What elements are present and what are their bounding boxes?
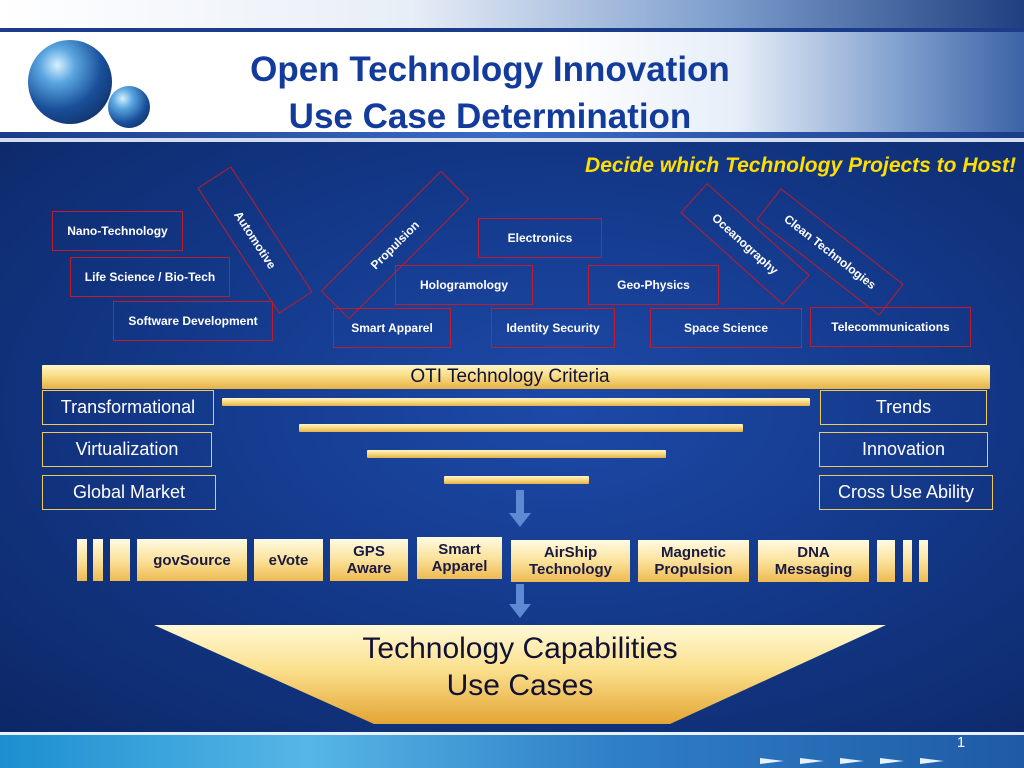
use-case-evote: eVote bbox=[254, 539, 323, 581]
tech-hologramology: Hologramology bbox=[395, 265, 533, 305]
arrow-head-icon bbox=[509, 513, 531, 527]
arrow-down-icon bbox=[516, 584, 524, 606]
stripe-decoration bbox=[110, 539, 130, 581]
funnel-bar bbox=[222, 398, 810, 406]
tech-software-development: Software Development bbox=[113, 301, 273, 341]
tech-geo-physics: Geo-Physics bbox=[588, 265, 719, 305]
criteria-global-market: Global Market bbox=[42, 475, 216, 510]
funnel-bar bbox=[299, 424, 743, 432]
use-case-govsource: govSource bbox=[137, 539, 247, 581]
header-accent-bar bbox=[0, 132, 1024, 138]
tech-life-science: Life Science / Bio-Tech bbox=[70, 257, 230, 297]
stripe-decoration bbox=[877, 540, 895, 582]
small-globe-icon bbox=[108, 86, 150, 128]
page-number: 1 bbox=[956, 734, 966, 751]
criteria-trends: Trends bbox=[820, 390, 987, 425]
funnel-bar bbox=[367, 450, 666, 458]
arrow-head-icon bbox=[509, 604, 531, 618]
criteria-virtualization: Virtualization bbox=[42, 432, 212, 467]
header-divider bbox=[0, 28, 1024, 32]
header-top-band bbox=[0, 0, 1024, 28]
tech-electronics: Electronics bbox=[478, 218, 602, 258]
criteria-cross-use-ability: Cross Use Ability bbox=[819, 475, 993, 510]
footer-divider bbox=[0, 732, 1024, 735]
funnel-shape bbox=[154, 625, 886, 724]
criteria-transformational: Transformational bbox=[42, 390, 214, 425]
funnel-bar bbox=[444, 476, 589, 484]
tech-identity-security: Identity Security bbox=[491, 308, 615, 348]
stripe-decoration bbox=[77, 539, 87, 581]
criteria-header-bar bbox=[42, 365, 990, 389]
stripe-decoration bbox=[919, 540, 928, 582]
footer-arrows-icon bbox=[760, 758, 944, 764]
stripe-decoration bbox=[903, 540, 912, 582]
header-bottom-line bbox=[0, 138, 1024, 142]
tech-space-science: Space Science bbox=[650, 308, 802, 348]
page-title-line2: Use Case Determination bbox=[288, 97, 692, 136]
tech-telecommunications: Telecommunications bbox=[810, 307, 971, 347]
globe-logo-icon bbox=[28, 40, 112, 124]
capabilities-funnel bbox=[154, 625, 886, 724]
criteria-header: OTI Technology Criteria bbox=[410, 366, 610, 387]
page-title-line1: Open Technology Innovation bbox=[250, 50, 730, 89]
stripe-decoration bbox=[93, 539, 103, 581]
arrow-down-icon bbox=[516, 490, 524, 514]
tech-nano-technology: Nano-Technology bbox=[52, 211, 183, 251]
capabilities-line1: Technology Capabilities bbox=[362, 632, 678, 665]
criteria-innovation: Innovation bbox=[819, 432, 988, 467]
subtitle: Decide which Technology Projects to Host… bbox=[585, 154, 1016, 177]
capabilities-line2: Use Cases bbox=[446, 669, 594, 702]
tech-smart-apparel: Smart Apparel bbox=[333, 308, 451, 348]
